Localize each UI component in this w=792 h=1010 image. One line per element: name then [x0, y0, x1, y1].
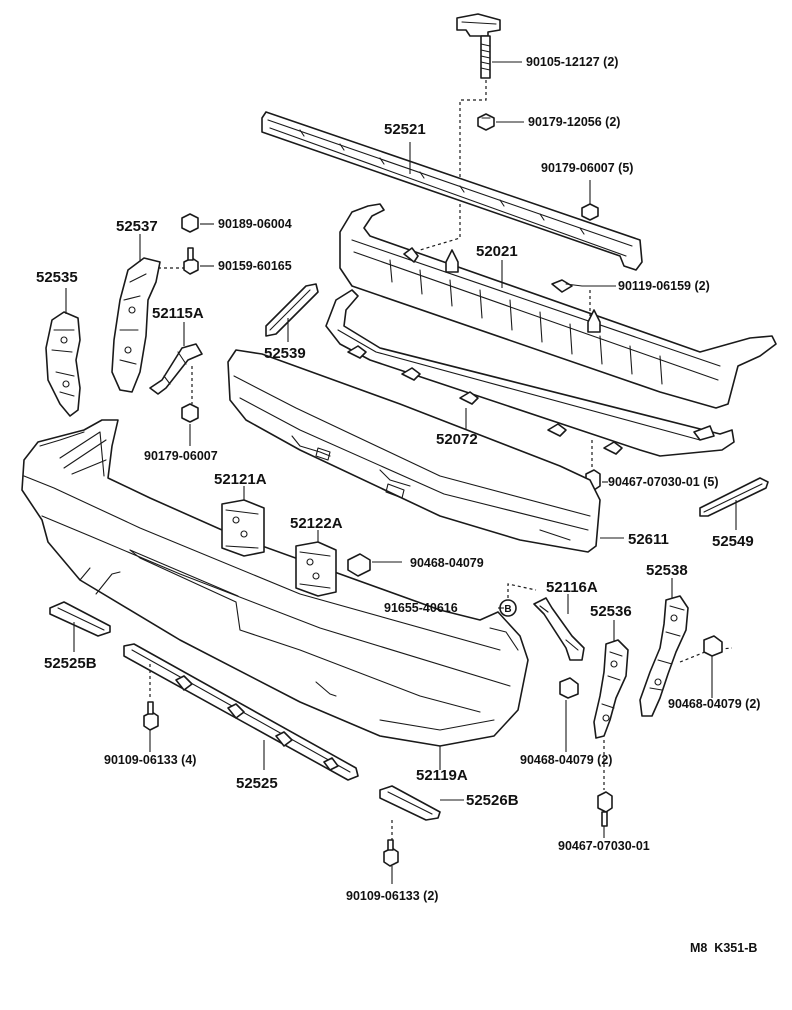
clip-90468-2c-drawing: [559, 677, 579, 752]
bracket-52535-drawing: [45, 288, 81, 417]
label-90119: 90119-06159 (2): [618, 279, 710, 293]
svg-text:B: B: [504, 604, 511, 615]
screw-90119-drawing: [551, 279, 616, 316]
bracket-52115A-drawing: [149, 322, 203, 404]
nut-90179-06007-5-drawing: [581, 180, 599, 221]
label-90179-06007: 90179-06007: [144, 449, 218, 463]
label-90468-04079: 90468-04079: [410, 556, 484, 570]
absorber-52021-drawing: [339, 203, 777, 409]
label-52538: 52538: [646, 562, 688, 579]
retainer-52072-drawing: [325, 289, 735, 457]
cover-52611-drawing: [227, 349, 624, 553]
diagram-code: M8 K351-B: [690, 941, 757, 955]
fasteners-90189-90159-drawing: [181, 213, 214, 275]
bolt-90105-drawing: [456, 13, 522, 79]
bumper-cover-52119A-drawing: [21, 419, 529, 770]
label-52072: 52072: [436, 431, 478, 448]
label-52122A: 52122A: [290, 515, 343, 532]
label-90468-04079-2-center: 90468-04079 (2): [520, 753, 612, 767]
support-52526B-drawing: [379, 785, 464, 840]
reinforcement-52521-drawing: [261, 111, 643, 271]
label-52535: 52535: [36, 269, 78, 286]
bracket-52116A-drawing: [507, 583, 585, 661]
clip-90468-drawing: [347, 553, 402, 577]
label-52611: 52611: [628, 531, 669, 548]
fastener-90467-drawing: [597, 740, 613, 838]
label-52536: 52536: [590, 603, 632, 620]
label-52549: 52549: [712, 533, 754, 550]
label-90468-04079-2-right: 90468-04079 (2): [668, 697, 760, 711]
label-90159: 90159-60165: [218, 259, 292, 273]
plate-52121A-drawing: [221, 486, 265, 557]
label-91655: 91655-40616: [384, 601, 458, 615]
molding-52549-drawing: [699, 477, 769, 530]
nut-90179-06007-drawing: [181, 403, 199, 446]
clip-90468-2r-drawing: [703, 635, 723, 698]
bracket-52537-drawing: [111, 234, 186, 393]
label-52116A: 52116A: [546, 579, 598, 596]
part-labels: 90105-12127 (2) 90179-12056 (2) 52521 90…: [36, 55, 760, 955]
label-52121A: 52121A: [214, 471, 267, 488]
label-90467: 90467-07030-01: [558, 839, 650, 853]
molding-52539-drawing: [265, 283, 319, 342]
label-52537: 52537: [116, 218, 158, 235]
support-52525B-drawing: [49, 601, 111, 652]
label-52115A: 52115A: [152, 305, 204, 322]
nut-90179-12056-drawing: [477, 113, 524, 131]
label-52119A: 52119A: [416, 767, 468, 784]
bracket-52536-drawing: [593, 620, 629, 739]
label-90179-06007-5: 90179-06007 (5): [541, 161, 633, 175]
label-90189: 90189-06004: [218, 217, 292, 231]
label-90105: 90105-12127 (2): [526, 55, 618, 69]
label-90467-5: 90467-07030-01 (5): [608, 475, 719, 489]
label-52526B: 52526B: [466, 792, 519, 809]
label-90109-4: 90109-06133 (4): [104, 753, 196, 767]
bolt-90109-2-drawing: [383, 839, 399, 884]
label-52521: 52521: [384, 121, 426, 138]
bolt-90109-4-drawing: [143, 701, 159, 752]
circle-marker-b: B: [498, 599, 517, 617]
label-90179-12056: 90179-12056 (2): [528, 115, 620, 129]
label-52525B: 52525B: [44, 655, 97, 672]
label-52021: 52021: [476, 243, 518, 260]
label-52539: 52539: [264, 345, 306, 362]
support-52525-drawing: [123, 643, 359, 781]
plate-52122A-drawing: [295, 530, 337, 597]
label-52525: 52525: [236, 775, 278, 792]
label-90109-2: 90109-06133 (2): [346, 889, 438, 903]
